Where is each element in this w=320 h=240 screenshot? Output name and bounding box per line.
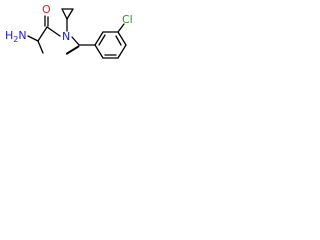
- chlorine-label: Cl: [122, 13, 133, 26]
- amide-c-n-bond: [46, 26, 61, 37]
- amine-label: H2N: [5, 29, 27, 44]
- amine-n: N: [18, 29, 26, 42]
- ring-inner-bond-1: [98, 34, 106, 46]
- cyclopropyl-bond-3: [66, 8, 74, 20]
- nitrogen-label: N: [62, 30, 70, 43]
- molecule-structure: O N Cl H2N: [5, 3, 133, 59]
- ring-chlorine-bond: [117, 23, 125, 33]
- alpha-methyl-bond: [37, 40, 44, 54]
- n-chiral-bond: [71, 36, 80, 46]
- amine-subscript: 2: [13, 35, 18, 44]
- phenyl-ring: [94, 31, 127, 59]
- carbonyl-alpha-bond: [37, 26, 48, 42]
- ring-bond-3: [117, 31, 127, 46]
- ring-bond-4: [117, 44, 127, 59]
- ring-bond-1: [94, 31, 104, 46]
- cyclopropyl-bond-2: [61, 8, 68, 20]
- ring-inner-bond-2: [115, 35, 122, 46]
- alpha-amine-bond: [27, 35, 39, 42]
- ring-bond-6: [94, 44, 104, 59]
- stereo-wedge-bond: [66, 45, 80, 55]
- cyclopropyl-ring: [61, 8, 74, 20]
- amine-h: H: [5, 29, 13, 42]
- oxygen-label: O: [42, 3, 51, 16]
